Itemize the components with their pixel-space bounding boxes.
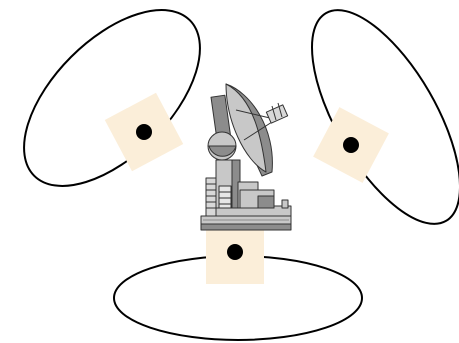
orbit-left-ring [0, 0, 231, 217]
dish-feed-horn [266, 103, 287, 123]
satellite-dish-icon [201, 84, 291, 230]
orbit-bottom-node [227, 244, 243, 260]
orbit-right-node [343, 137, 359, 153]
orbit-bottom [114, 224, 362, 340]
orbit-left-node [136, 124, 152, 140]
orbit-right-ring [283, 0, 459, 246]
orbit-right [283, 0, 459, 246]
orbit-left [0, 0, 231, 217]
